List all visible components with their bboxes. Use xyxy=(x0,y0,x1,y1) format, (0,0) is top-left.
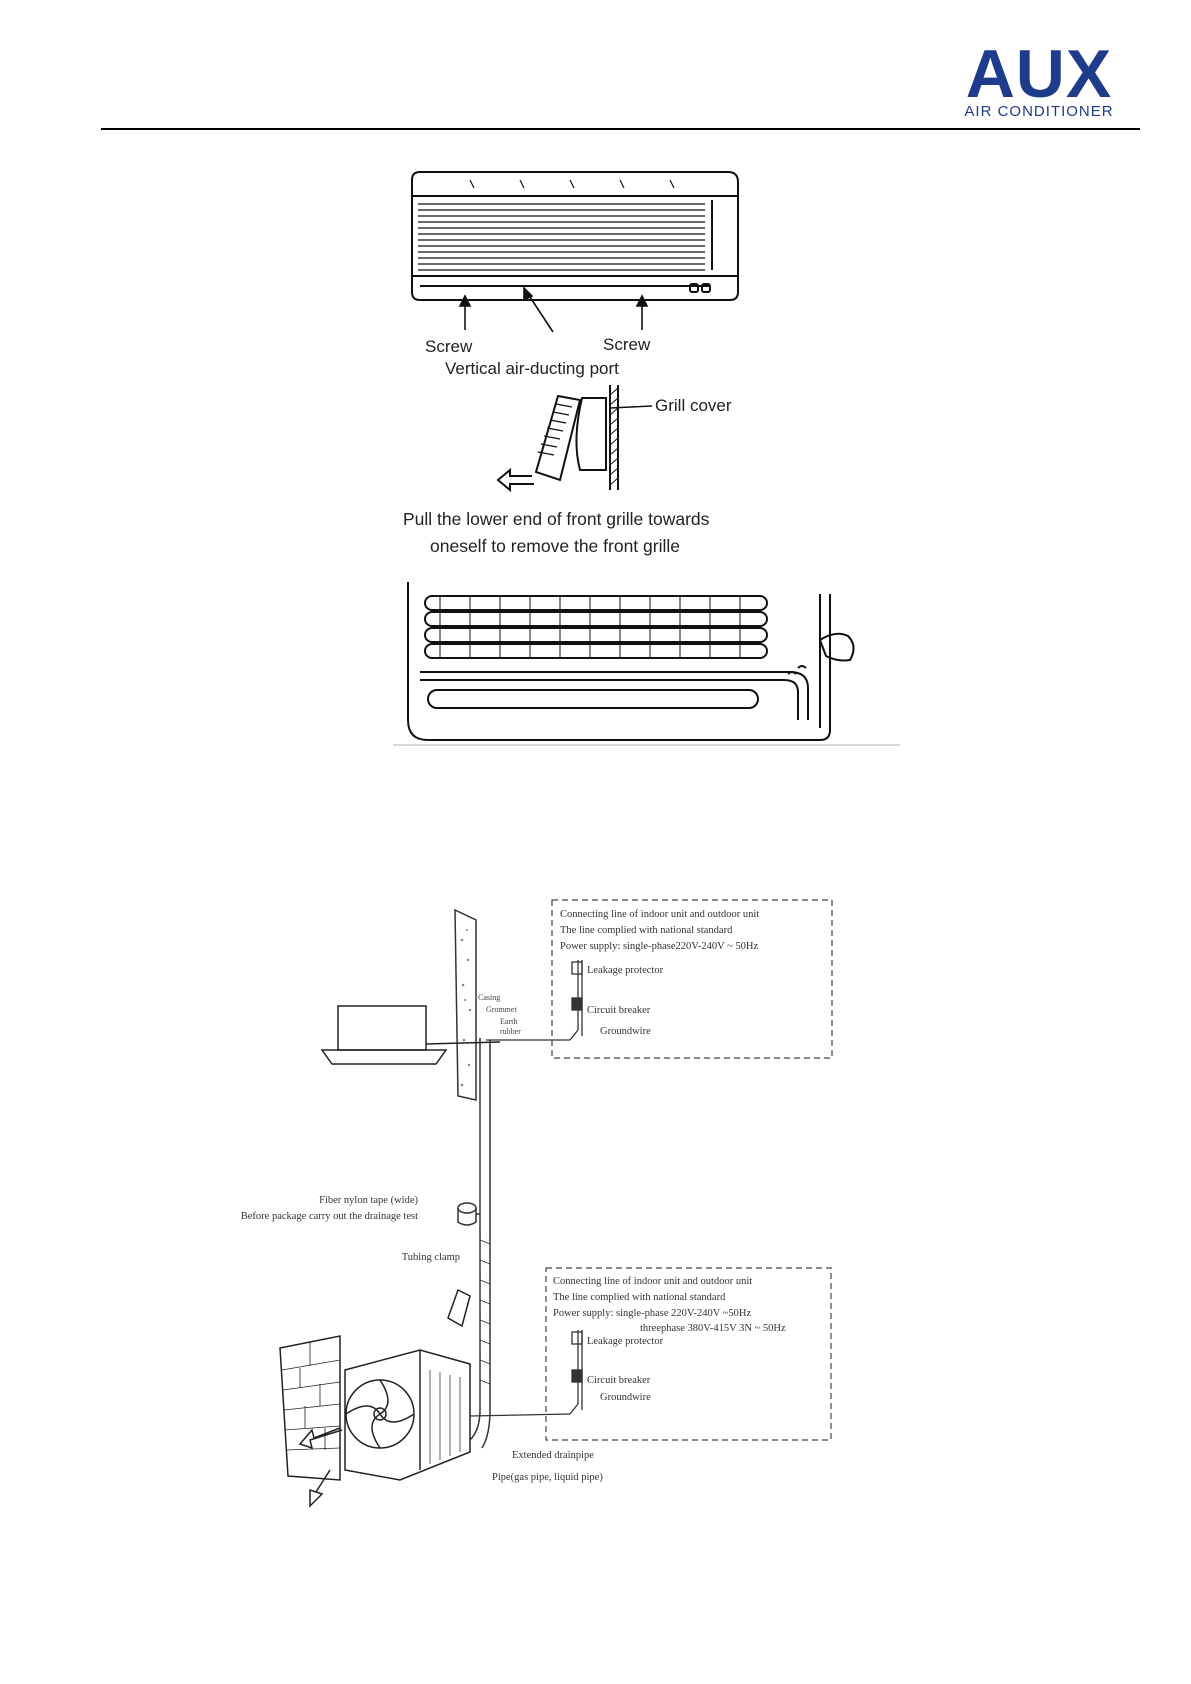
screw-left-label: Screw xyxy=(425,337,473,356)
air-port-label: Vertical air-ducting port xyxy=(445,359,619,378)
bottom-box-line1: Connecting line of indoor unit and outdo… xyxy=(553,1276,752,1287)
casing-label: Casing xyxy=(478,993,500,1002)
brand-logo: AUX AIR CONDITIONER xyxy=(944,40,1134,120)
bottom-box-line3: Power supply: single-phase 220V-240V ~50… xyxy=(553,1308,752,1319)
bottom-wiring xyxy=(469,1330,583,1417)
rubber-label: rubber xyxy=(500,1027,521,1036)
pipe-label: Pipe(gas pipe, liquid pipe) xyxy=(492,1472,603,1483)
top-breaker-label: Circuit breaker xyxy=(587,1005,651,1016)
screw-arrows xyxy=(458,286,649,333)
drain-test-label: Before package carry out the drainage te… xyxy=(241,1211,418,1222)
indoor-unit-illustration xyxy=(411,171,739,301)
grille-caption-line2: oneself to remove the front grille xyxy=(430,536,680,556)
bottom-breaker-label: Circuit breaker xyxy=(587,1375,651,1386)
wall-section xyxy=(454,908,477,1101)
grille-caption-line1: Pull the lower end of front grille towar… xyxy=(403,509,710,529)
brand-logo-subtitle: AIR CONDITIONER xyxy=(964,103,1114,120)
nylon-tape-label: Fiber nylon tape (wide) xyxy=(319,1195,418,1206)
installation-diagram: Connecting line of indoor unit and outdo… xyxy=(241,899,833,1508)
grill-cover-label: Grill cover xyxy=(655,396,732,415)
tubing-clamp-label: Tubing clamp xyxy=(402,1252,460,1263)
top-box-line2: The line complied with national standard xyxy=(560,925,733,936)
top-box-line3: Power supply: single-phase220V-240V ~ 50… xyxy=(560,941,759,952)
top-wiring xyxy=(486,960,583,1041)
bottom-ground-label: Groundwire xyxy=(600,1392,651,1403)
screw-right-label: Screw xyxy=(603,335,651,354)
extended-drainpipe-label: Extended drainpipe xyxy=(512,1450,594,1461)
bottom-box-line4: threephase 380V-415V 3N ~ 50Hz xyxy=(640,1323,786,1334)
evaporator-illustration xyxy=(407,582,855,741)
top-box-line1: Connecting line of indoor unit and outdo… xyxy=(560,909,759,920)
bottom-wiring-box xyxy=(545,1267,832,1441)
indoor-cassette-unit xyxy=(320,1005,501,1065)
header-rule xyxy=(101,128,1140,130)
top-ground-label: Groundwire xyxy=(600,1026,651,1037)
bottom-leakage-label: Leakage protector xyxy=(587,1336,664,1347)
vertical-piping xyxy=(457,1038,491,1449)
top-wiring-box xyxy=(551,899,833,1059)
top-leakage-label: Leakage protector xyxy=(587,965,664,976)
outdoor-unit xyxy=(279,1288,471,1508)
grommet-label: Grommet xyxy=(486,1005,517,1014)
brand-logo-text: AUX xyxy=(965,36,1113,112)
grill-cover-illustration xyxy=(496,385,653,493)
bottom-box-line2: The line complied with national standard xyxy=(553,1292,726,1303)
earth-label: Earth xyxy=(500,1017,517,1026)
